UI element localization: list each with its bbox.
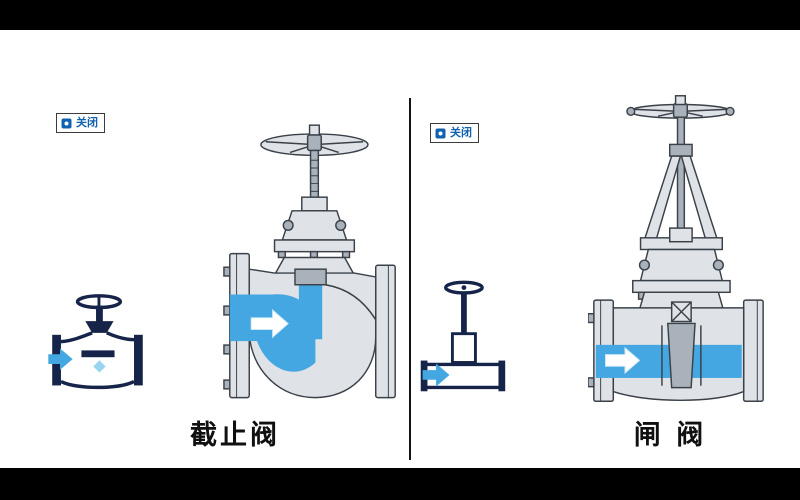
icon-bonnet [85,321,114,333]
caption-gate-valve: 闸 阀 [633,420,707,451]
panel-divider [409,98,411,460]
gate-valve-cross-section [588,95,764,403]
closed-badge-icon [61,118,72,128]
icon-gate [450,332,477,364]
globe-valve-schematic-icon [48,294,143,390]
closed-badge-label: 关闭 [450,126,472,139]
figure-canvas: 关闭 [0,30,800,468]
gate-valve-schematic-icon [420,280,506,392]
gland [669,227,693,243]
right-flange [375,264,396,399]
seat-rings [661,325,702,386]
flow-marker-icon [93,360,106,373]
icon-handwheel [444,280,484,295]
handwheel [260,124,369,157]
bonnet-bolts [277,250,351,259]
right-flange [742,299,764,403]
flow-arrow [605,346,641,375]
bonnet [273,210,356,276]
closed-badge-label: 关闭 [76,116,98,129]
stem-gate-connector [670,301,692,323]
gland [301,196,328,212]
closed-badge-icon [435,128,446,138]
flow-arrow [250,308,289,339]
outlet-passage-line [325,284,377,321]
icon-stem [96,305,103,323]
stem [309,149,320,200]
closed-badge-left: 关闭 [56,113,105,133]
globe-valve-cross-section [223,124,396,399]
closed-badge-right: 关闭 [430,123,479,143]
handwheel [626,95,735,119]
disc-seat [294,268,327,286]
flow-arrow-icon [422,363,450,387]
gate-wedge [667,322,696,389]
yoke [639,143,723,251]
caption-globe-valve: 截止阀 [190,420,280,451]
icon-stem [461,291,467,336]
flow-arrow-icon [48,348,73,370]
